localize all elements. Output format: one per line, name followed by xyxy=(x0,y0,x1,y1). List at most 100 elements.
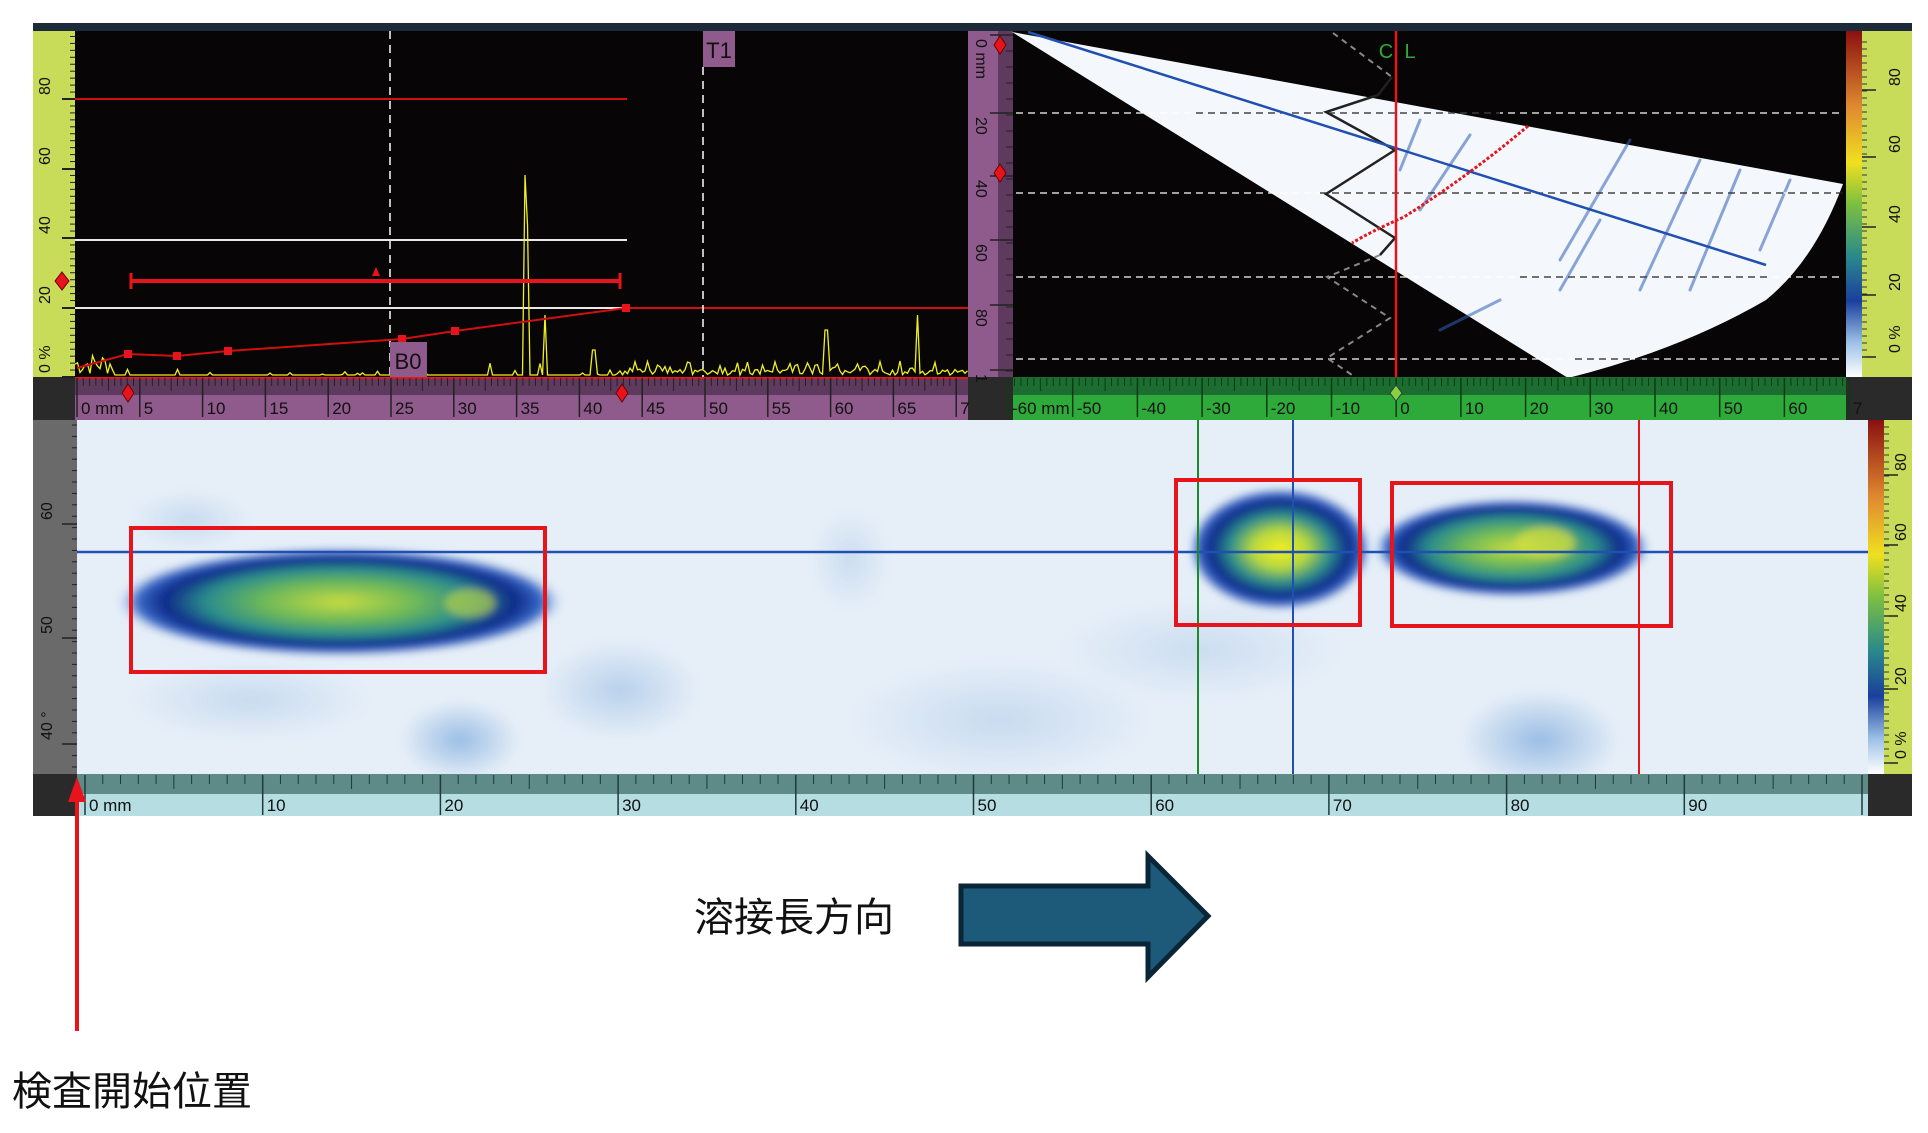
color-palette-bar xyxy=(1846,31,1862,377)
axis-label: 20 xyxy=(37,286,54,304)
weld-profile-skip xyxy=(1332,32,1393,78)
echo-streak xyxy=(1758,178,1792,252)
axis-label: 10 xyxy=(1465,399,1484,418)
axis-label: 25 xyxy=(395,399,414,418)
axis-label: 0 mm xyxy=(972,39,989,79)
color-scale[interactable] xyxy=(1862,31,1912,377)
echo-streak xyxy=(1558,218,1602,292)
axis-label: -20 xyxy=(1271,399,1296,418)
weld-direction-label: 溶接長方向 xyxy=(694,895,894,941)
indication-1 xyxy=(115,547,565,657)
axis-label: 0 mm xyxy=(81,399,124,418)
color-scale[interactable] xyxy=(1884,420,1912,774)
a-scan-plot[interactable] xyxy=(75,31,968,377)
axis-label: 40 xyxy=(1893,594,1910,612)
axis-label: 50 xyxy=(709,399,728,418)
axis-label: 60 xyxy=(1887,135,1904,153)
axis-label: 20 xyxy=(1530,399,1549,418)
echo-streak xyxy=(1398,118,1422,172)
sector-image xyxy=(1012,32,1843,378)
ruler-tick-band xyxy=(77,774,1868,794)
gate-position-marker[interactable] xyxy=(372,267,380,276)
depth-marker[interactable] xyxy=(993,35,1007,55)
axis-label: 70 xyxy=(1333,796,1352,815)
amplitude-scale[interactable] xyxy=(33,31,75,377)
index-marker[interactable] xyxy=(1389,384,1403,402)
gate-bar[interactable] xyxy=(129,273,622,289)
axis-label: 10 xyxy=(207,399,226,418)
echo-streak xyxy=(1558,138,1632,262)
b0-cursor-label[interactable] xyxy=(390,342,427,377)
indication-box-1 xyxy=(129,526,547,674)
axis-label: 60 xyxy=(1155,796,1174,815)
axis-label: 40 xyxy=(972,180,989,198)
axis-label: 20 xyxy=(972,117,989,135)
corner-block xyxy=(1868,774,1912,816)
dac-point[interactable] xyxy=(224,347,232,355)
echo-streak xyxy=(1438,298,1502,332)
centerline-l-label: L xyxy=(1404,41,1415,63)
weld-profile-skip xyxy=(1324,254,1392,378)
top-title-bar xyxy=(33,23,1912,31)
axis-label: 40 ° xyxy=(39,711,56,740)
axis-label: 80 xyxy=(1887,68,1904,86)
axis-label: 60 xyxy=(37,147,54,165)
axis-label: -30 xyxy=(1206,399,1231,418)
axis-label: 0 % xyxy=(1887,325,1904,353)
axis-label: 60 xyxy=(39,502,56,520)
axis-label: 50 xyxy=(978,796,997,815)
axis-label: 0 xyxy=(1400,399,1409,418)
axis-label: 40 xyxy=(37,216,54,234)
indication-blobs xyxy=(115,487,1652,657)
axis-label: -10 xyxy=(1336,399,1361,418)
start-position-arrow xyxy=(68,777,86,1031)
axis-label: 10 xyxy=(267,796,286,815)
b0-label-text: B0 xyxy=(395,349,422,374)
axis-label: 0 % xyxy=(1893,731,1910,759)
c-scan-image[interactable] xyxy=(77,420,1868,790)
axis-label: 7 xyxy=(1853,399,1862,418)
axis-label: -50 xyxy=(1077,399,1102,418)
dac-point[interactable] xyxy=(398,335,406,343)
axis-label: 30 xyxy=(1594,399,1613,418)
axis-label: 30 xyxy=(458,399,477,418)
axis-label: 20 xyxy=(1887,273,1904,291)
axis-label: 60 xyxy=(972,244,989,262)
gain-marker-diamond[interactable] xyxy=(54,271,70,291)
dac-point[interactable] xyxy=(173,352,181,360)
depth-marker[interactable] xyxy=(993,163,1007,183)
gate-start-marker[interactable] xyxy=(121,383,135,403)
gate-end-marker[interactable] xyxy=(615,383,629,403)
color-palette-bar xyxy=(1868,420,1884,774)
dac-point[interactable] xyxy=(451,327,459,335)
axis-label: 20 xyxy=(444,796,463,815)
dac-point[interactable] xyxy=(124,350,132,358)
ruler-tick-band xyxy=(75,377,968,395)
centerline-c-label: C xyxy=(1379,41,1393,63)
axis-label: -60 mm xyxy=(1012,399,1070,418)
c-scan-view[interactable]: 60 50 40 ° xyxy=(33,420,1912,816)
angle-scale[interactable] xyxy=(33,420,77,774)
echo-streak xyxy=(1638,158,1702,292)
dac-point[interactable] xyxy=(622,304,630,312)
echo-streak xyxy=(1418,133,1472,212)
axis-label: 55 xyxy=(772,399,791,418)
axis-label: -40 xyxy=(1141,399,1166,418)
t1-cursor-label[interactable] xyxy=(703,31,735,67)
axis-label: 40 xyxy=(800,796,819,815)
corner-block xyxy=(33,774,77,816)
axis-label: 20 xyxy=(1893,667,1910,685)
t1-label-text: T1 xyxy=(706,38,732,63)
axis-label: 40 xyxy=(1659,399,1678,418)
depth-grid-lines-inside xyxy=(1196,112,1843,360)
axis-label: 65 xyxy=(897,399,916,418)
